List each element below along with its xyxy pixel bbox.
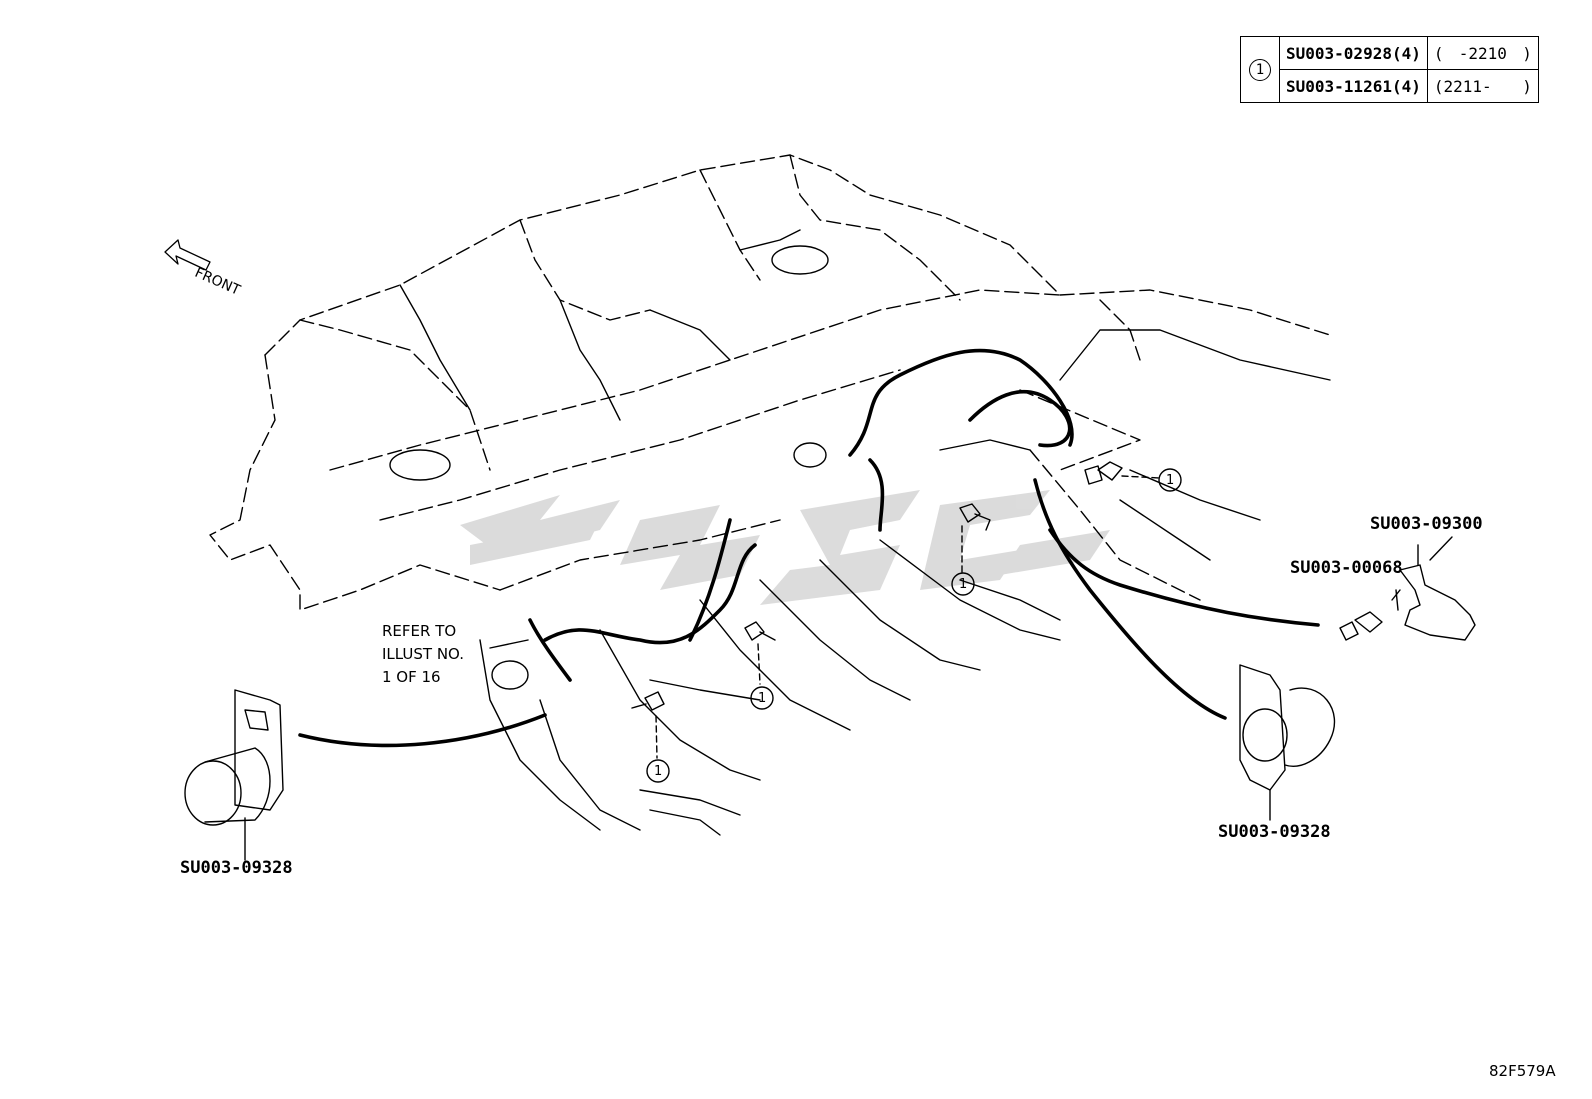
wire-harness-icon: [298, 348, 1320, 748]
refer-note: REFER TO ILLUST NO. 1 OF 16: [382, 622, 465, 686]
part-label-09328-right: SU003-09328: [1218, 822, 1331, 842]
part-number-cell: SU003-11261(4): [1279, 69, 1428, 103]
range-cell: ( -2210 ): [1426, 36, 1539, 70]
bracket-09300: [1391, 544, 1476, 641]
watermark: [460, 490, 1110, 605]
callout-number: 1: [1249, 58, 1271, 81]
part-label-09300: SU003-09300: [1370, 514, 1483, 534]
sensor-bracket-icon: [1239, 664, 1336, 821]
callout-number: 1: [959, 577, 968, 592]
callout-number: 1: [758, 691, 767, 706]
part-label-00068: SU003-00068: [1290, 558, 1403, 578]
reference-table: 1 SU003-02928(4) ( -2210 ) SU003-11261(4…: [1240, 36, 1539, 103]
body-frame: [209, 154, 1331, 611]
callout-number: 1: [1166, 473, 1175, 488]
table-row: 1 SU003-02928(4) ( -2210 ): [1240, 36, 1539, 103]
table-row: SU003-11261(4) (2211- ): [1241, 69, 1539, 103]
drawing-code: 82F579A: [1489, 1062, 1556, 1080]
sensor-bracket-icon: [184, 689, 284, 861]
callout-markers: [489, 468, 1453, 783]
part-number-cell: SU003-02928(4): [1279, 36, 1428, 70]
underbody-structure: [389, 229, 1331, 836]
front-arrow-icon: [164, 239, 211, 271]
bolt-icon: [631, 461, 1383, 711]
range-cell: (2211- ): [1426, 69, 1539, 103]
index-cell: 1: [1240, 36, 1280, 103]
callout-number: 1: [654, 764, 663, 779]
part-label-09328-left: SU003-09328: [180, 858, 293, 878]
